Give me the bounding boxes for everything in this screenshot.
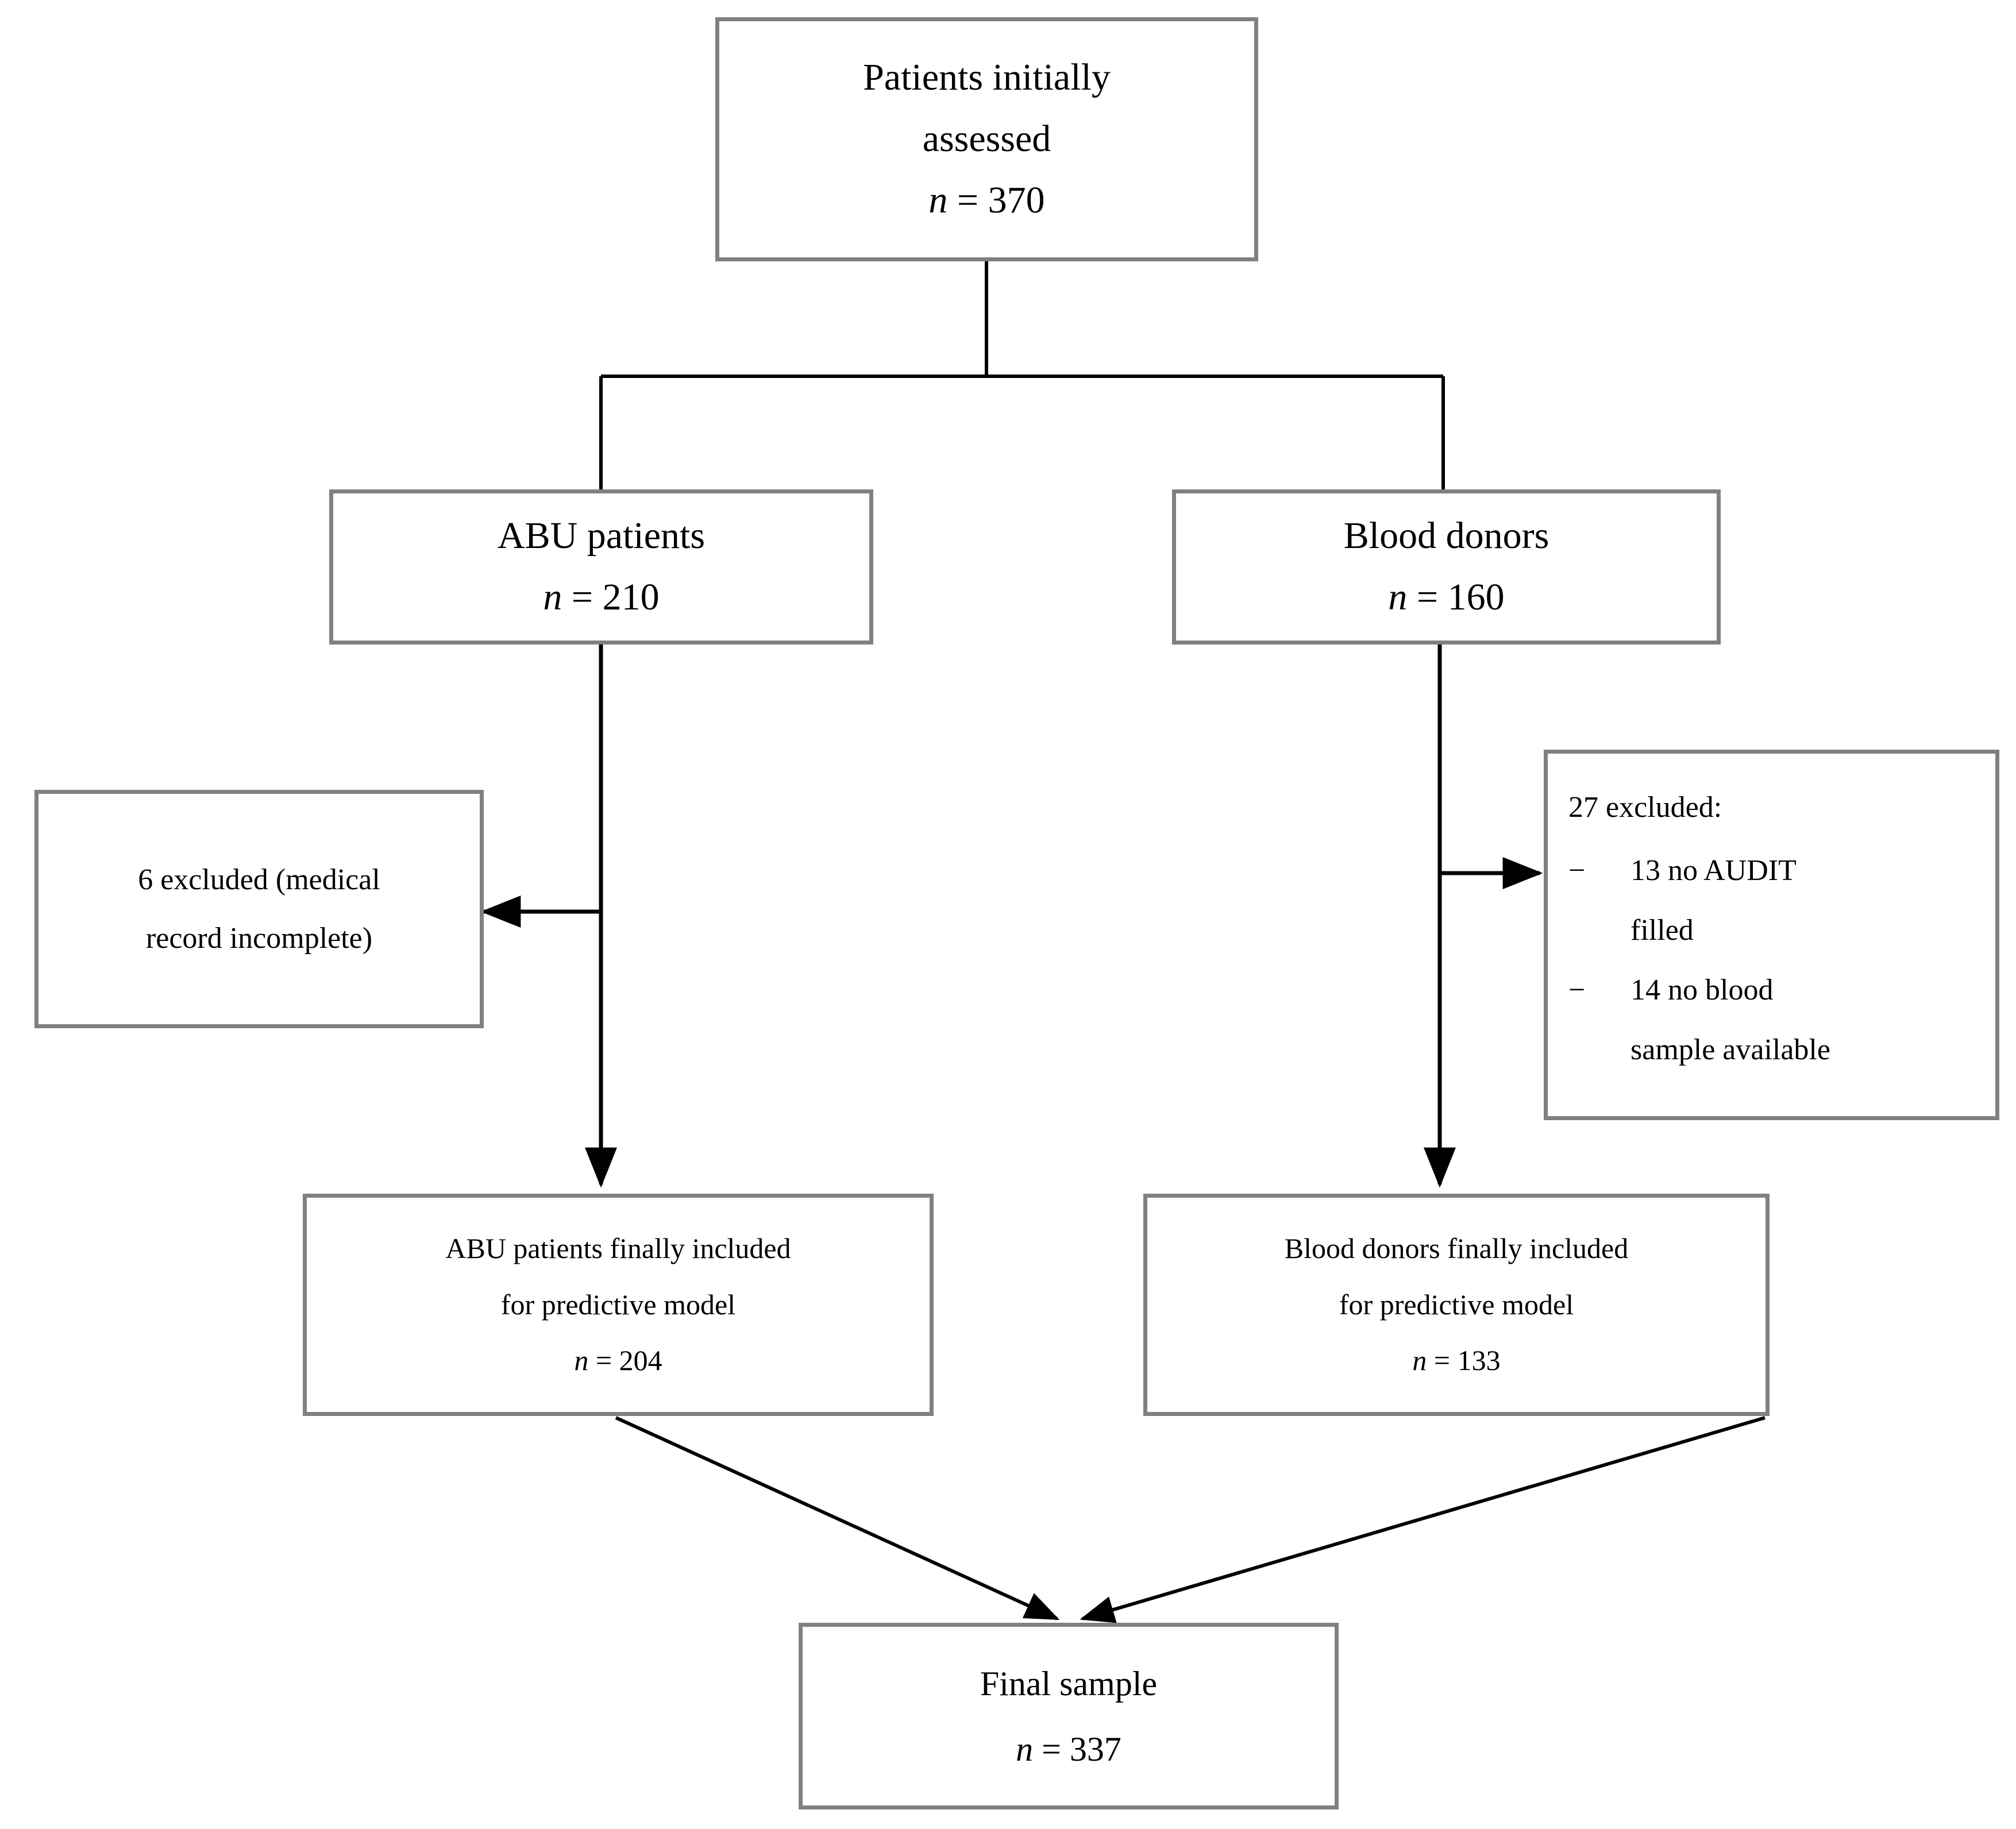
excluded-reason-text: 14 no blood sample available: [1630, 960, 1983, 1080]
dash-bullet-icon: −: [1568, 974, 1586, 1006]
node-line-1: Blood donors finally included: [1284, 1232, 1629, 1265]
n-symbol: n: [1388, 576, 1408, 618]
n-symbol: n: [543, 576, 562, 618]
node-line-1: Final sample: [980, 1664, 1158, 1703]
node-sample-size: n = 160: [1388, 576, 1505, 618]
n-value: 337: [1069, 1730, 1121, 1768]
node-abu-patients[interactable]: ABU patients n = 210: [329, 489, 873, 645]
node-patients-initially-assessed[interactable]: Patients initially assessed n = 370: [715, 17, 1258, 261]
reason-line-1: 13 no AUDIT: [1630, 854, 1797, 887]
reason-line-2: filled: [1630, 914, 1694, 947]
n-value: 204: [619, 1344, 662, 1377]
node-line-2: for predictive model: [500, 1288, 736, 1321]
edge-donors-final-to-final: [1080, 1416, 1766, 1623]
n-value: 133: [1457, 1344, 1501, 1377]
excluded-reason-list: − 13 no AUDIT filled − 14 no blood sampl…: [1568, 841, 1983, 1080]
node-line-2: for predictive model: [1339, 1288, 1574, 1321]
reason-line-1: 14 no blood: [1630, 974, 1774, 1006]
n-value: 370: [988, 179, 1045, 221]
excluded-reason-item: − 14 no blood sample available: [1568, 960, 1983, 1080]
node-line-2: assessed: [922, 118, 1051, 160]
node-sample-size: n = 204: [574, 1344, 662, 1377]
node-line-1: ABU patients finally included: [445, 1232, 791, 1265]
node-line-1: Patients initially: [863, 56, 1111, 99]
n-value: 160: [1447, 576, 1505, 618]
node-excluded-donors[interactable]: 27 excluded: − 13 no AUDIT filled − 14 n…: [1544, 750, 1999, 1120]
node-final-sample[interactable]: Final sample n = 337: [799, 1623, 1339, 1809]
excluded-line-1: 6 excluded (medical: [138, 863, 380, 897]
excluded-reason-item: − 13 no AUDIT filled: [1568, 841, 1983, 960]
dash-bullet-icon: −: [1568, 854, 1586, 887]
excluded-heading: 27 excluded:: [1568, 791, 1722, 824]
node-blood-donors[interactable]: Blood donors n = 160: [1172, 489, 1721, 645]
n-symbol: n: [1016, 1730, 1034, 1768]
excluded-reason-text: 13 no AUDIT filled: [1630, 841, 1983, 960]
excluded-line-2: record incomplete): [145, 921, 373, 955]
n-symbol: n: [928, 179, 948, 221]
node-abu-patients-finally-included[interactable]: ABU patients finally included for predic…: [303, 1194, 934, 1416]
node-sample-size: n = 133: [1412, 1344, 1501, 1377]
node-blood-donors-finally-included[interactable]: Blood donors finally included for predic…: [1143, 1194, 1770, 1416]
node-excluded-abu[interactable]: 6 excluded (medical record incomplete): [34, 790, 484, 1028]
edge-abu-final-to-final: [615, 1416, 1060, 1620]
reason-line-2: sample available: [1630, 1033, 1830, 1066]
node-sample-size: n = 337: [1016, 1730, 1121, 1768]
node-sample-size: n = 210: [543, 576, 660, 618]
n-symbol: n: [574, 1344, 589, 1377]
n-symbol: n: [1412, 1344, 1427, 1377]
node-sample-size: n = 370: [928, 179, 1045, 221]
node-line-1: ABU patients: [497, 515, 706, 557]
node-line-1: Blood donors: [1343, 515, 1549, 557]
n-value: 210: [602, 576, 660, 618]
